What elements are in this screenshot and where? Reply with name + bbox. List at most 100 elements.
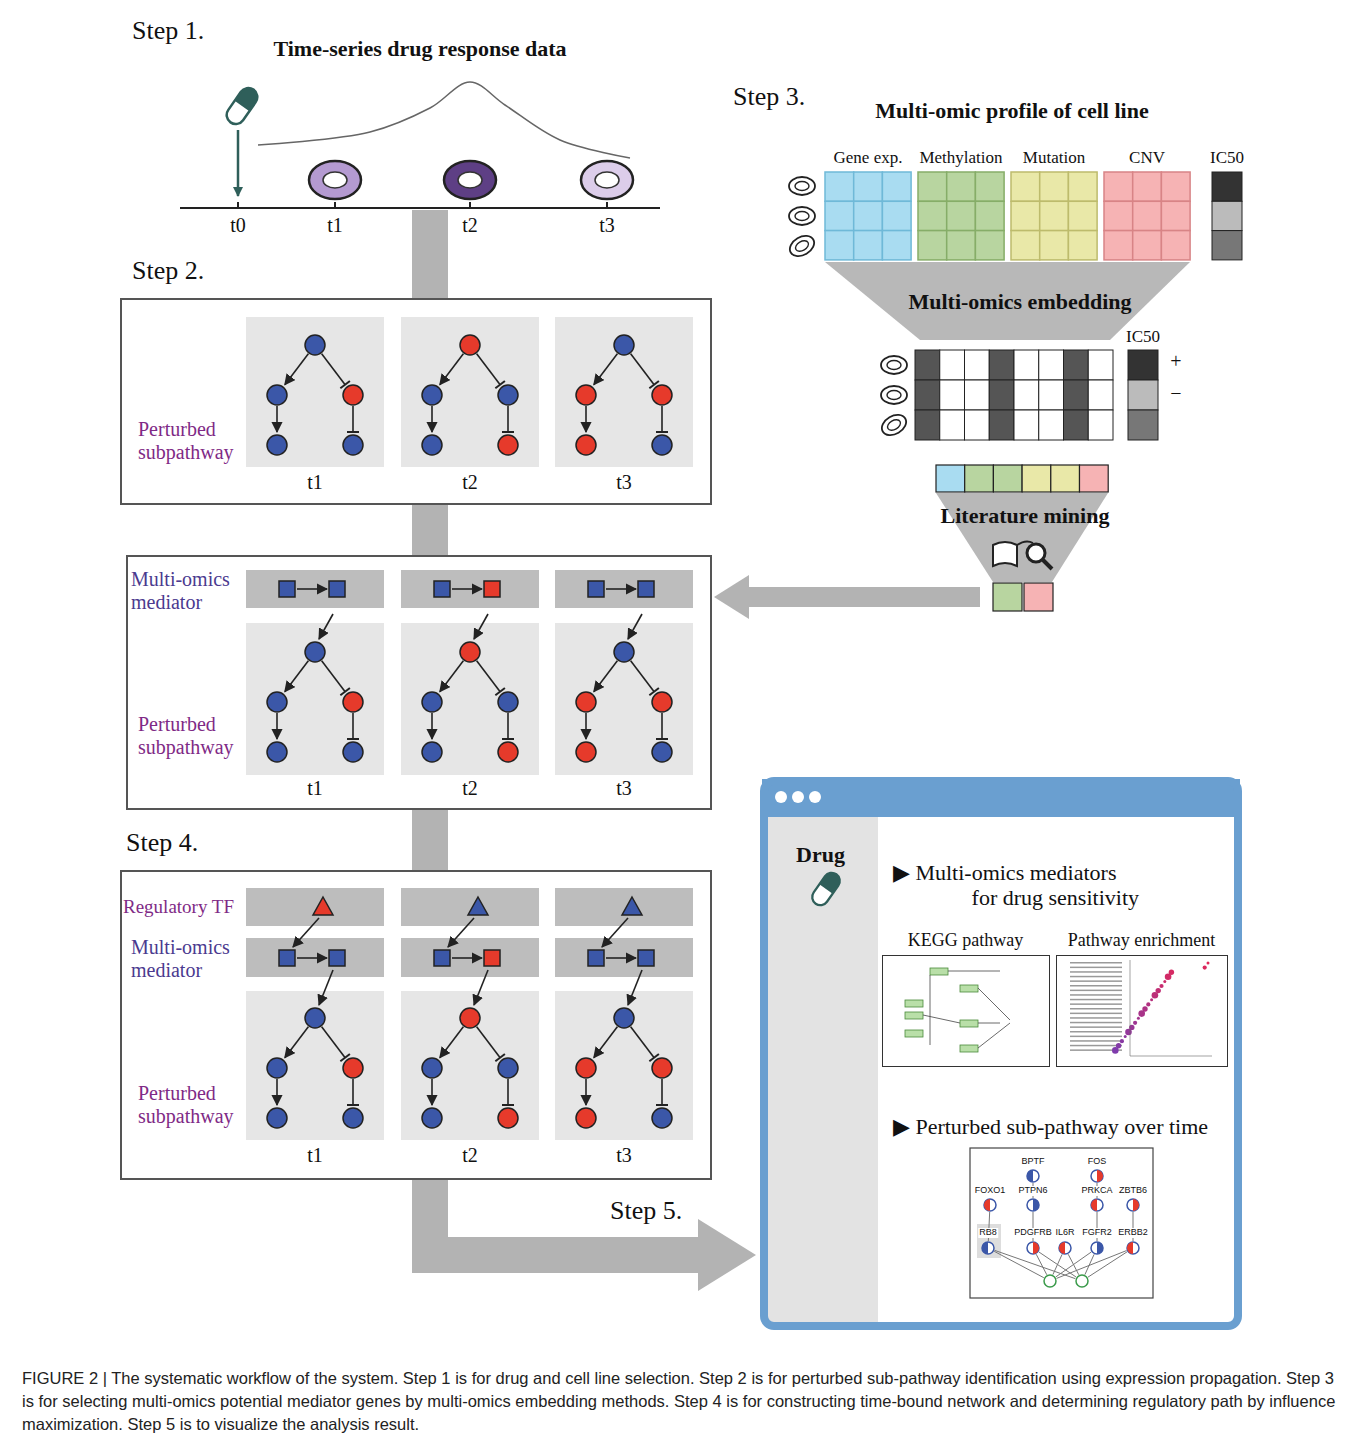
- cell-nucleus: [795, 212, 809, 221]
- window-dot: [792, 791, 804, 803]
- gene-node: [652, 1108, 672, 1128]
- activation-edge: [594, 661, 617, 692]
- kegg-edge: [978, 1023, 1010, 1048]
- term-line: [1070, 1031, 1122, 1033]
- tf-link: [602, 918, 628, 947]
- inhibition-edge: [507, 713, 509, 739]
- gene-label: PRKCA: [1080, 1186, 1113, 1196]
- mediator-link: [319, 970, 333, 1005]
- capsule-half: [223, 84, 261, 127]
- gene-node: [305, 1008, 325, 1028]
- node-pie: [1091, 1199, 1097, 1211]
- kegg-edge: [923, 1015, 960, 1023]
- omics-cell: [1104, 201, 1133, 230]
- flow-connector: [430, 810, 431, 870]
- gene-label: PDGFRB: [1013, 1228, 1053, 1238]
- term-line: [1070, 967, 1122, 969]
- activation-edge: [440, 661, 463, 692]
- omics-cell: [825, 201, 854, 230]
- drug-arrow: [237, 130, 240, 196]
- inhibition-edge: [352, 1079, 354, 1105]
- magnifier: [1027, 544, 1045, 562]
- mediator-square: [329, 950, 345, 966]
- network-edge: [1036, 1254, 1047, 1275]
- cell-nucleus: [887, 391, 901, 400]
- flow-connector: [430, 505, 431, 555]
- enrichment-dot: [1120, 1039, 1124, 1043]
- inhibition-edge: [322, 661, 345, 692]
- node-text: ▶ Perturbed sub-pathway over time: [893, 1114, 1208, 1139]
- pathway-panel: [555, 991, 693, 1140]
- ic50-cell: [1212, 201, 1242, 230]
- network-frame: [970, 1148, 1153, 1298]
- gene-node: [267, 692, 287, 712]
- network-node: [984, 1199, 996, 1211]
- activation-edge: [585, 1079, 587, 1105]
- feature-strip-cell: [965, 465, 994, 492]
- gene-node: [576, 1108, 596, 1128]
- cell-outline: [789, 177, 815, 195]
- inhibition-edge: [631, 1027, 654, 1058]
- feature-strip-cell: [1051, 465, 1080, 492]
- gene-node: [422, 1058, 442, 1078]
- cell-icon: [309, 161, 361, 199]
- inhibition-edge: [477, 354, 500, 385]
- node-text: Drug: [796, 842, 845, 867]
- tf-triangle: [313, 897, 333, 915]
- time-tick: [606, 202, 608, 208]
- inhibition-bar: [347, 1104, 359, 1106]
- activation-edge: [285, 661, 308, 692]
- omics-cell: [825, 231, 854, 260]
- row-band: [246, 938, 384, 977]
- mediator-square: [434, 581, 450, 597]
- time-tick: [469, 202, 471, 208]
- inhibition-edge: [661, 1079, 663, 1105]
- node-heading: Step 2.: [132, 256, 204, 286]
- thumbnail-box: KEGG pathway: [882, 955, 1050, 1067]
- cell-outline: [881, 386, 907, 404]
- network-node: [1076, 1275, 1088, 1287]
- time-tick: [237, 202, 239, 208]
- embedding-cell: [940, 350, 965, 380]
- flow-bar: [412, 210, 448, 298]
- ic50-cell: [1212, 231, 1242, 260]
- gene-label: BPTF: [1020, 1157, 1045, 1167]
- gene-node: [305, 642, 325, 662]
- figure-label: Step 3.: [733, 82, 805, 112]
- activation-edge: [431, 406, 433, 432]
- term-line: [1070, 1017, 1122, 1019]
- time-tick: [334, 202, 336, 208]
- cell-outline: [786, 232, 818, 261]
- inhibition-bar: [347, 738, 359, 740]
- cell-line-icon: [878, 411, 910, 440]
- row-band: [401, 570, 539, 608]
- gene-node: [498, 385, 518, 405]
- mediator-edge: [452, 588, 482, 590]
- enrichment-dot: [1137, 1017, 1140, 1020]
- embedding-cell: [1014, 380, 1039, 410]
- figure-label: t2: [462, 777, 478, 800]
- cell-icon: [581, 161, 633, 199]
- mediator-link: [628, 970, 642, 1005]
- embedding-cell: [940, 410, 965, 440]
- network-edge: [1053, 1254, 1062, 1274]
- network-edge: [995, 1250, 1076, 1278]
- gene-node: [576, 385, 596, 405]
- inhibition-edge: [322, 1027, 345, 1058]
- activation-edge: [431, 713, 433, 739]
- activation-edge: [276, 406, 278, 432]
- row-band: [555, 888, 693, 926]
- capsule-outline: [809, 870, 843, 909]
- mediator-link: [474, 614, 488, 639]
- figure-label: Step 1.: [132, 16, 204, 46]
- figure-label: Methylation: [919, 148, 1002, 168]
- kegg-edge: [978, 988, 1010, 1020]
- embedding-cell: [965, 350, 990, 380]
- network-node: [1059, 1242, 1071, 1254]
- omics-cell: [1161, 201, 1190, 230]
- row-band: [555, 938, 693, 977]
- mediator-edge: [297, 588, 327, 590]
- figure-label: Mutation: [1023, 148, 1085, 168]
- step-box: Multi-omics mediatorPerturbed subpathway: [126, 555, 712, 810]
